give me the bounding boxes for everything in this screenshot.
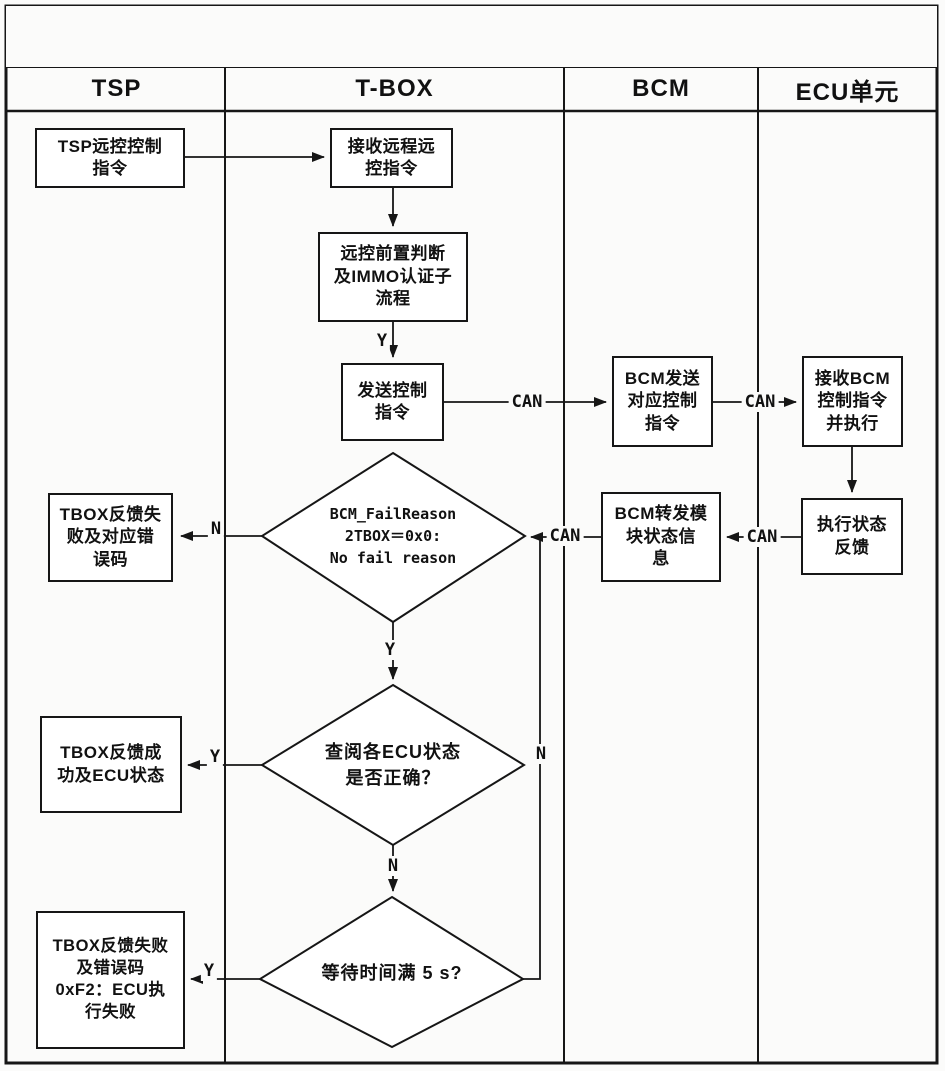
flow-node-bcm-send-control: BCM发送 对应控制 指令 <box>612 356 713 447</box>
edge-label-y-d1-down: Y <box>381 640 399 660</box>
decision-failreason-diamond <box>260 451 527 624</box>
edge-label-can-ecu-bcm: CAN <box>743 527 781 547</box>
lane-header-tbox: T-BOX <box>355 75 434 102</box>
flow-node-tbox-send-command: 发送控制 指令 <box>341 363 444 441</box>
flow-node-tsp-remote-command: TSP远控控制 指令 <box>35 128 185 188</box>
lane-header-ecu: ECU单元 <box>795 78 900 106</box>
lane-header-tsp: TSP <box>91 75 142 102</box>
flow-node-tbox-feedback-fail-errcode: TBOX反馈失 败及对应错 误码 <box>48 493 173 582</box>
flow-node-tbox-feedback-fail-0xf2: TBOX反馈失败 及错误码 0xF2：ECU执 行失败 <box>36 911 185 1049</box>
flow-node-tbox-receive-command: 接收远程远 控指令 <box>330 128 453 188</box>
edge-label-y-d2-left: Y <box>206 747 224 767</box>
edge-label-can-tbox-bcm: CAN <box>508 392 546 412</box>
edge-label-n-d1-left: N <box>207 519 225 539</box>
decision-ecu-check-diamond <box>260 683 526 847</box>
flow-node-tbox-precheck-immo: 远控前置判断 及IMMO认证子 流程 <box>318 232 468 322</box>
edge-label-can-bcm-tbox: CAN <box>546 526 584 546</box>
edge-label-can-bcm-ecu: CAN <box>741 392 779 412</box>
flow-node-ecu-receive-execute: 接收BCM 控制指令 并执行 <box>802 356 903 447</box>
edge-d3-n-loopback <box>523 537 541 980</box>
flow-node-ecu-status-feedback: 执行状态 反馈 <box>801 498 903 575</box>
decision-wait-diamond <box>257 895 526 1049</box>
lane-header-bcm: BCM <box>632 75 690 102</box>
edge-label-y-after-immo: Y <box>373 331 391 351</box>
flow-node-tbox-feedback-success: TBOX反馈成 功及ECU状态 <box>40 716 182 813</box>
edge-label-n-d2-down: N <box>384 856 402 876</box>
flow-node-bcm-forward-status: BCM转发模 块状态信 息 <box>601 492 721 582</box>
edge-label-y-d3-left: Y <box>200 961 218 981</box>
figure-title-bar <box>6 6 937 67</box>
edge-label-n-d3-loop: N <box>532 744 550 764</box>
